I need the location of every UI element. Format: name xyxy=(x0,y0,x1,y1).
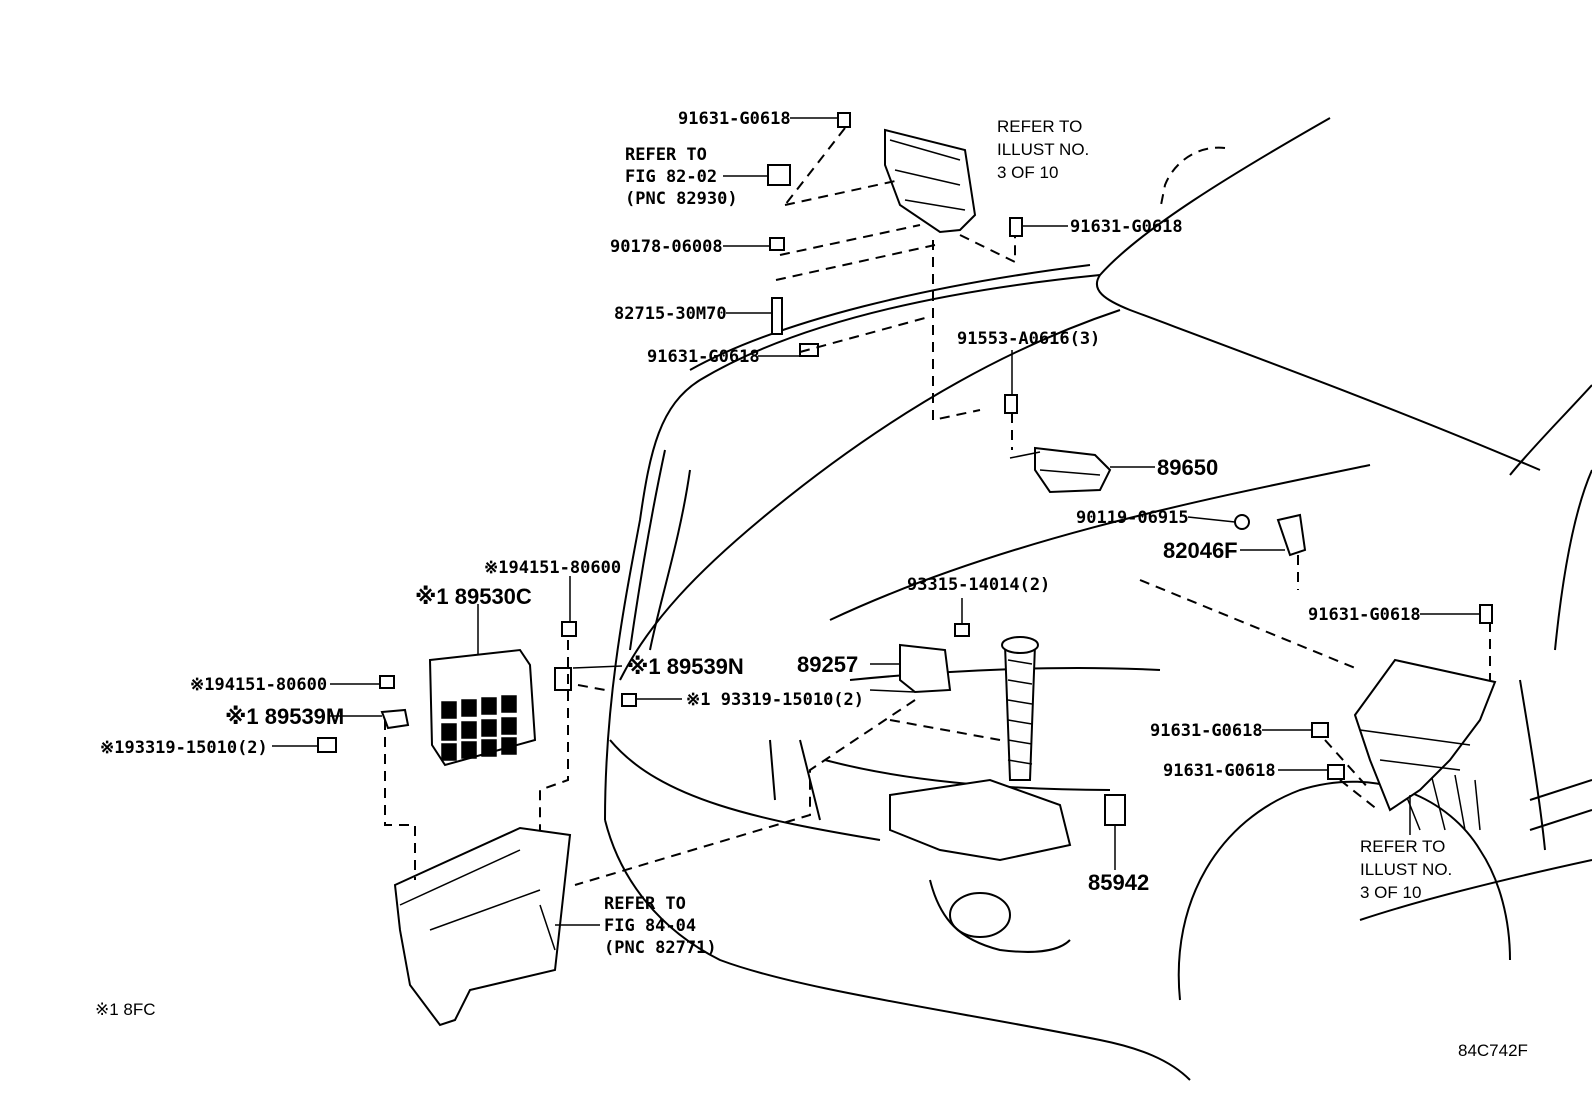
footnote-8fc: ※1 8FC xyxy=(95,1000,156,1019)
label-193319-15010-left: ※193319-15010(2) xyxy=(100,738,268,758)
label-91631-g0618-top: 91631-G0618 xyxy=(678,109,791,129)
label-89539m: ※1 89539M xyxy=(225,704,344,729)
label-91631-g0618-lower-b: 91631-G0618 xyxy=(1163,761,1276,781)
leader-lines xyxy=(272,117,1491,926)
part-shapes xyxy=(317,112,1497,1027)
label-194151-80600-top: ※194151-80600 xyxy=(484,558,621,578)
label-refer-illust-top-line1: REFER TO xyxy=(997,117,1082,136)
label-refer-illust-bottom-line1: REFER TO xyxy=(1360,837,1445,856)
label-194151-80600-left: ※194151-80600 xyxy=(190,675,327,695)
label-89539n: ※1 89539N xyxy=(627,654,744,679)
labels: 91631-G0618 REFER TO FIG 82-02 (PNC 8293… xyxy=(95,109,1528,1060)
label-refer-illust-top-line3: 3 OF 10 xyxy=(997,163,1058,182)
label-193319-15010-mid: ※1 93319-15010(2) xyxy=(686,690,864,710)
label-refer-fig-84-04-line1: REFER TO xyxy=(604,894,686,914)
label-89257: 89257 xyxy=(797,652,858,677)
vehicle-outline xyxy=(604,117,1592,1081)
label-refer-fig-84-04-line2: FIG 84-04 xyxy=(604,916,696,936)
label-90119-06915: 90119-06915 xyxy=(1076,508,1189,528)
label-refer-fig-82-02-line2: FIG 82-02 xyxy=(625,167,717,187)
label-refer-illust-bottom-line3: 3 OF 10 xyxy=(1360,883,1421,902)
label-refer-illust-bottom-line2: ILLUST NO. xyxy=(1360,860,1452,879)
label-90178-06008: 90178-06008 xyxy=(610,237,723,257)
label-82715-30m70: 82715-30M70 xyxy=(614,304,727,324)
label-89530c: ※1 89530C xyxy=(415,584,532,609)
label-91631-g0618-right: 91631-G0618 xyxy=(1070,217,1183,237)
label-82046f: 82046F xyxy=(1163,538,1238,563)
label-91631-g0618-far-right: 91631-G0618 xyxy=(1308,605,1421,625)
label-91631-g0618-lower-a: 91631-G0618 xyxy=(1150,721,1263,741)
label-85942: 85942 xyxy=(1088,870,1149,895)
ecu-connector-grid xyxy=(441,695,517,761)
label-refer-fig-82-02-line1: REFER TO xyxy=(625,145,707,165)
label-refer-illust-top-line2: ILLUST NO. xyxy=(997,140,1089,159)
label-93315-14014: 93315-14014(2) xyxy=(907,575,1050,595)
figure-code: 84C742F xyxy=(1458,1041,1528,1060)
label-91631-g0618-mid: 91631-G0618 xyxy=(647,347,760,367)
label-91553-a0616: 91553-A0616(3) xyxy=(957,329,1100,349)
label-refer-fig-84-04-line3: (PNC 82771) xyxy=(604,938,717,958)
label-refer-fig-82-02-line3: (PNC 82930) xyxy=(625,189,738,209)
label-89650: 89650 xyxy=(1157,455,1218,480)
